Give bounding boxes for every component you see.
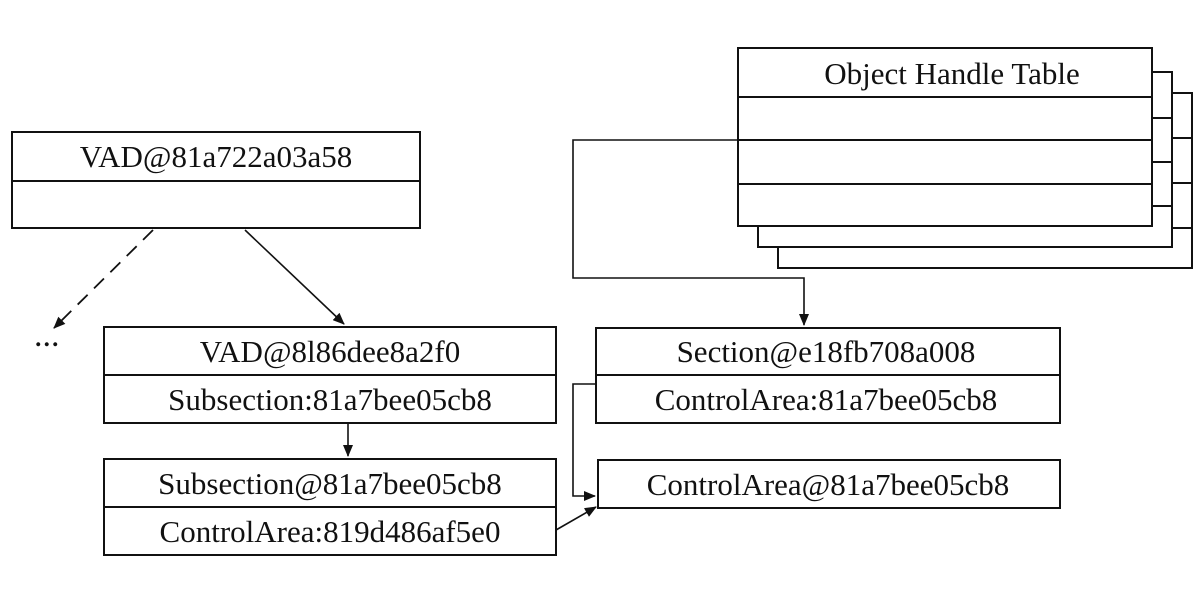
controlarea-box: ControlArea@81a7bee05cb8 <box>597 459 1061 509</box>
vad-child-subsection-field: Subsection:81a7bee05cb8 <box>168 382 492 417</box>
arrow-subsection-to-controlarea <box>555 506 597 531</box>
section-title: Section@e18fb708a008 <box>677 334 976 369</box>
section-box: Section@e18fb708a008 ControlArea:81a7bee… <box>595 327 1061 424</box>
arrow-handle-table-to-section <box>572 139 809 326</box>
subsection-title: Subsection@81a7bee05cb8 <box>158 466 502 501</box>
section-controlarea-field: ControlArea:81a7bee05cb8 <box>655 382 998 417</box>
subsection-controlarea-field: ControlArea:819d486af5e0 <box>160 514 501 549</box>
object-handle-table-stack: Object Handle Table <box>737 47 1193 269</box>
vad-root-box: VAD@81a722a03a58 <box>11 131 421 229</box>
vad-child-title: VAD@8l86dee8a2f0 <box>200 334 460 369</box>
ellipsis-more-nodes: ... <box>34 317 60 354</box>
arrow-vad-root-to-vad-child <box>244 229 345 325</box>
object-handle-table-title: Object Handle Table <box>824 56 1080 91</box>
object-handle-table-front: Object Handle Table <box>737 47 1153 227</box>
vad-child-box: VAD@8l86dee8a2f0 Subsection:81a7bee05cb8 <box>103 326 557 424</box>
vad-root-title: VAD@81a722a03a58 <box>80 139 353 174</box>
arrow-vad-root-to-other-nodes <box>53 229 154 329</box>
subsection-box: Subsection@81a7bee05cb8 ControlArea:819d… <box>103 458 557 556</box>
arrow-section-to-controlarea <box>572 383 596 501</box>
controlarea-title: ControlArea@81a7bee05cb8 <box>647 467 1010 502</box>
